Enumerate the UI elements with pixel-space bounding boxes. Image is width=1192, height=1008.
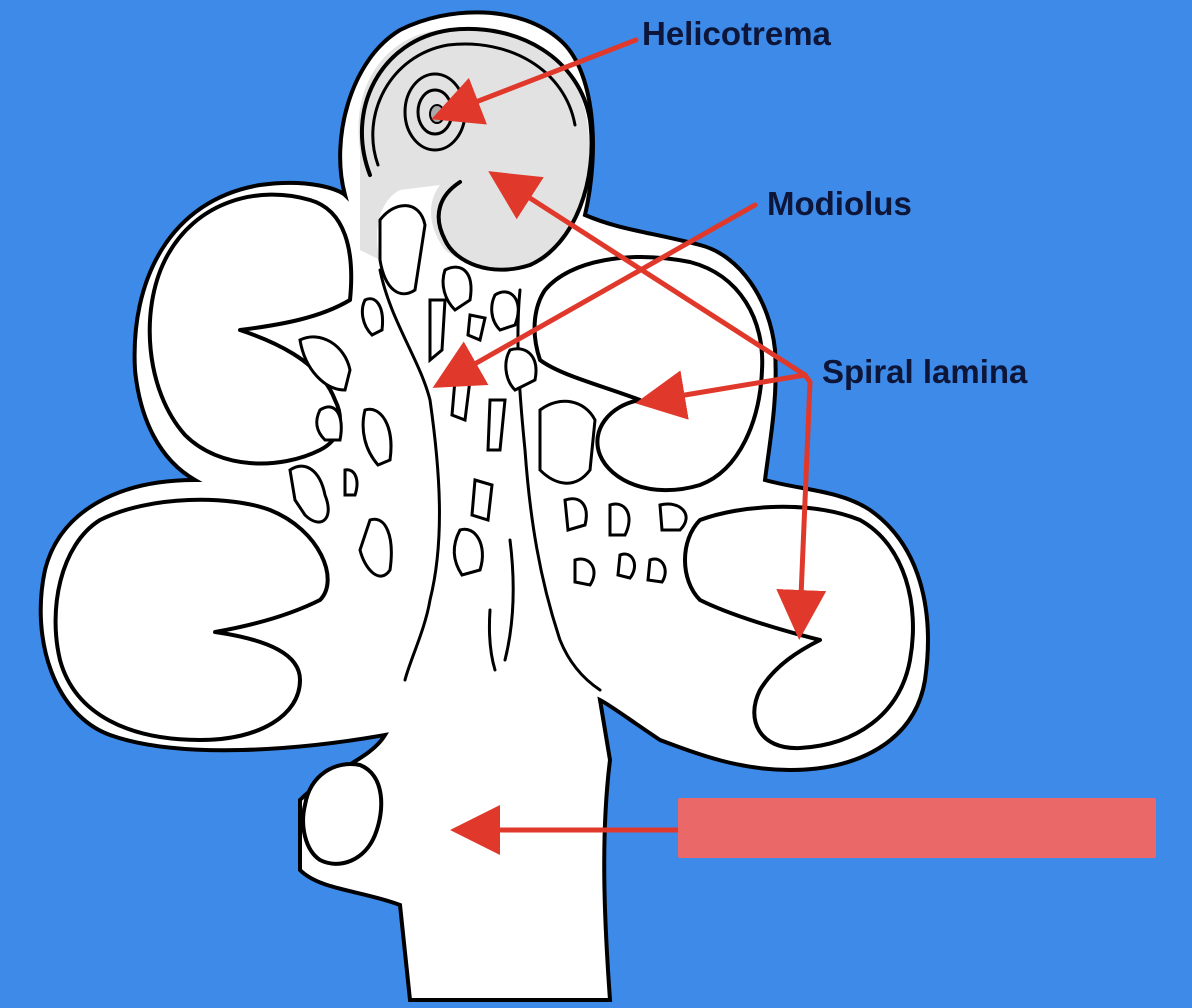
upper-left-chamber <box>147 192 354 466</box>
modiolus-arrow <box>432 202 758 388</box>
lower-right-chamber <box>683 504 915 751</box>
spiral-lamina-arrow-middle <box>635 370 808 420</box>
label-helicotrema: Helicotrema <box>642 15 832 52</box>
apical-chamber-outline <box>360 27 594 272</box>
helicotrema-center <box>429 104 445 124</box>
cochlear-nerve-nub <box>301 762 384 866</box>
helicotrema-arrow <box>431 37 639 125</box>
modiolus-bone-canals <box>288 204 688 587</box>
label-modiolus: Modiolus <box>767 185 912 222</box>
upper-right-chamber <box>532 255 765 493</box>
modiolus-column-left <box>378 268 441 682</box>
label-spiral-lamina: Spiral lamina <box>822 353 1028 390</box>
lower-left-chamber <box>53 497 330 742</box>
masked-label-box <box>678 798 1156 858</box>
spiral-lamina-arrow-upper <box>488 171 808 378</box>
modiolus-stem <box>488 538 515 672</box>
spiral-lamina-arrow-lower <box>776 372 827 640</box>
apical-inner-ring <box>371 42 577 167</box>
